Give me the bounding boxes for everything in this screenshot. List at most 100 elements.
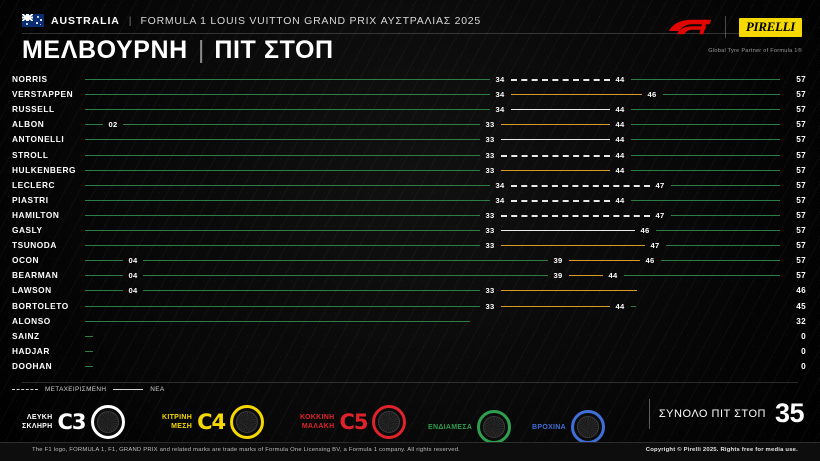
driver-name: OCON — [12, 255, 40, 266]
total-pit-stops: ΣΥΝΟΛΟ ΠΙΤ ΣΤΟΠ 35 — [648, 398, 805, 429]
driver-name: ANTONELLI — [12, 134, 65, 145]
stint-segment-green — [666, 245, 780, 247]
stint-segment-hard — [511, 109, 610, 111]
stint-segment-hardused — [501, 214, 650, 217]
legend-compound-intermediate: ΕΝΔΙΑΜΕΣΑ — [428, 410, 512, 444]
pit-stop-lap-label: 44 — [615, 75, 625, 84]
country-name: AUSTRALIA — [51, 14, 120, 27]
stint-segment-medium — [501, 290, 637, 292]
stint-segment-green — [85, 214, 480, 216]
stint-segment-medium — [511, 94, 642, 96]
header-divider — [22, 33, 798, 34]
pit-stop-lap-label: 33 — [485, 286, 495, 296]
legend-compound-wet: ΒΡΟΧΙΝΑ — [532, 410, 605, 444]
driver-name: HADJAR — [12, 345, 50, 356]
pit-stop-lap-label: 04 — [128, 286, 138, 296]
pit-stop-lap-label: 44 — [608, 271, 618, 281]
pit-stop-lap-label: 33 — [485, 210, 495, 220]
stint-segment-green — [631, 124, 780, 126]
stint-segment-green — [85, 275, 123, 277]
c3-line1: ΛΕΥΚΗ — [26, 413, 53, 421]
legend-compound-c5: ΚΟΚΚΙΝΗ ΜΑΛΑΚΗ C5 — [300, 405, 407, 439]
pit-stop-lap-label: 33 — [485, 301, 495, 311]
pit-stop-lap-label: 46 — [645, 256, 655, 266]
pit-stop-lap-label: 44 — [615, 150, 625, 160]
stint-segment-green — [85, 260, 123, 262]
intermediate-label: ΕΝΔΙΑΜΕΣΑ — [428, 423, 473, 431]
driver-name: BEARMAN — [12, 270, 59, 281]
pit-stop-lap-label: 33 — [485, 226, 495, 235]
stint-segment-green — [85, 305, 480, 307]
finish-lap-total: 57 — [796, 75, 806, 84]
driver-name: PIASTRI — [12, 194, 49, 205]
stint-track — [0, 314, 820, 329]
stint-segment-hardused — [511, 79, 610, 81]
stint-segment-green — [85, 350, 93, 352]
c5-line1: ΚΟΚΚΙΝΗ — [300, 413, 335, 421]
solid-line-swatch — [113, 389, 144, 390]
driver-name: HULKENBERG — [12, 164, 77, 175]
stint-segment-green — [656, 230, 780, 231]
stint-segment-green — [85, 320, 470, 322]
pit-stop-lap-label: 33 — [485, 150, 495, 160]
pit-stop-lap-label: 04 — [128, 256, 138, 266]
pit-stop-lap-label: 02 — [108, 120, 118, 130]
stint-segment-green — [85, 184, 490, 186]
stint-segment-green — [85, 94, 490, 96]
grand-prix-name: FORMULA 1 LOUIS VUITTON GRAND PRIX ΑΥΣΤΡ… — [140, 14, 481, 27]
pit-stop-lap-label: 04 — [128, 271, 138, 281]
driver-name: HAMILTON — [12, 209, 60, 220]
pirelli-logo: PIRELLI — [738, 17, 802, 37]
tyre-usage-legend: ΜΕΤΑΧΕΙΡΙΣΜΕΝΗ ΝΕΑ — [12, 386, 165, 393]
f1-logo — [668, 19, 712, 35]
finish-lap-total: 57 — [796, 271, 806, 281]
stint-segment-green — [624, 275, 780, 277]
footer: The F1 logo, FORMULA 1, F1, GRAND PRIX a… — [0, 442, 820, 461]
legend-compound-c4: ΚΙΤΡΙΝΗ ΜΕΣΗ C4 — [162, 405, 265, 439]
finish-lap-total: 57 — [796, 241, 806, 251]
pit-stop-lap-label: 33 — [485, 120, 495, 130]
c5-tyre-icon — [372, 405, 407, 439]
c3-code: C3 — [57, 410, 87, 434]
header: AUSTRALIA | FORMULA 1 LOUIS VUITTON GRAN… — [0, 0, 820, 70]
finish-lap-total: 57 — [796, 180, 806, 190]
pit-stop-lap-label: 47 — [650, 241, 660, 251]
pit-stop-lap-label: 47 — [655, 180, 665, 190]
stint-track — [0, 329, 820, 344]
logo-divider — [724, 16, 726, 38]
stint-track — [0, 344, 820, 359]
c5-code: C5 — [339, 410, 368, 434]
stint-segment-green — [85, 230, 480, 231]
stint-segment-green — [143, 260, 548, 262]
eyebrow-separator: | — [128, 14, 132, 27]
total-pit-stops-value: 35 — [774, 398, 805, 428]
stint-segment-green — [123, 124, 480, 126]
pit-stop-lap-label: 33 — [485, 241, 495, 251]
pit-stop-lap-label: 44 — [615, 165, 625, 175]
legend-compound-c3: ΛΕΥΚΗ ΣΚΛΗΡΗ C3 — [22, 405, 125, 439]
stint-segment-hard — [501, 230, 635, 231]
stint-segment-green — [85, 199, 490, 201]
driver-name: NORRIS — [12, 74, 48, 84]
pit-stop-lap-label: 46 — [640, 226, 650, 235]
stint-segment-green — [631, 139, 780, 141]
stint-segment-green — [85, 365, 93, 367]
driver-name: LECLERC — [12, 179, 56, 190]
legend-divider — [22, 382, 798, 383]
new-tyre-label: ΝΕΑ — [150, 386, 165, 393]
dashed-line-swatch — [12, 389, 38, 390]
title-location: ΜΕΛΒΟΥΡΝΗ — [22, 36, 188, 64]
